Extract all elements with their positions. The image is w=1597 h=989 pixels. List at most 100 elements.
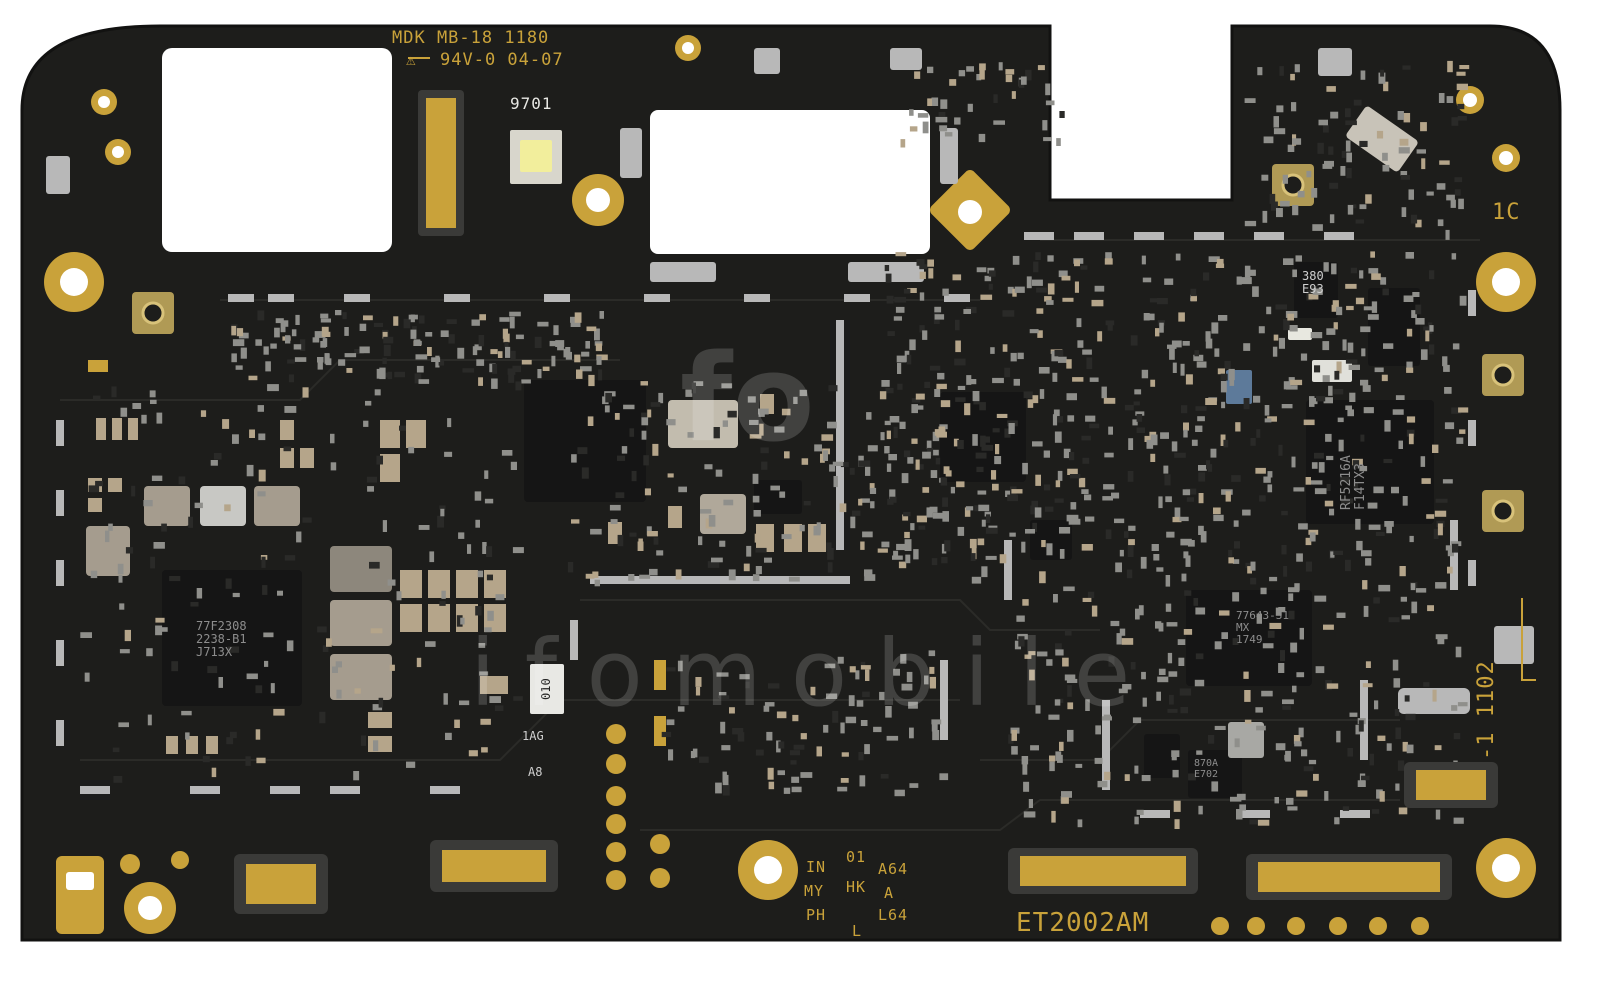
smd-component: [992, 377, 1004, 384]
smd-component: [903, 288, 911, 294]
smd-component: [1328, 385, 1333, 396]
smd-component: [1074, 259, 1080, 267]
smd-component: [1049, 755, 1056, 762]
smd-component: [816, 746, 822, 757]
smd-component: [864, 744, 870, 755]
smd-component: [446, 319, 457, 324]
smd-component: [374, 389, 381, 396]
smd-component: [873, 726, 882, 733]
smd-component: [646, 526, 652, 536]
smd-component: [887, 331, 895, 336]
smd-component: [1355, 297, 1365, 305]
smd-component: [224, 504, 231, 512]
smd-component: [911, 438, 918, 444]
smd-component: [1198, 493, 1204, 504]
smd-component: [93, 395, 101, 400]
smd-component: [766, 731, 773, 741]
smd-component: [641, 430, 647, 440]
smd-component: [1345, 359, 1358, 364]
smd-component: [353, 771, 360, 781]
smd-component: [647, 531, 658, 537]
smd-component: [898, 561, 907, 569]
smd-component: [770, 485, 780, 491]
smd-component: [877, 548, 888, 553]
silk-right-vertical: -1 1102: [1474, 660, 1499, 760]
smd-component: [1411, 601, 1418, 614]
smd-component: [778, 741, 785, 749]
smd-component: [708, 515, 716, 527]
smd-component: [1326, 455, 1334, 461]
smd-component: [869, 487, 877, 494]
smd-component: [256, 757, 266, 764]
smd-component: [1076, 318, 1082, 328]
smd-component: [1355, 724, 1361, 735]
smd-component: [1297, 190, 1305, 198]
smd-component: [666, 719, 675, 726]
smd-component: [1016, 615, 1025, 622]
smd-component: [1398, 147, 1410, 154]
smd-component: [721, 383, 733, 389]
smd-component: [1047, 255, 1054, 262]
smd-component: [1183, 422, 1189, 431]
smd-component: [1295, 255, 1302, 262]
smd-component: [537, 321, 549, 327]
region-code-2: MY: [804, 882, 825, 900]
smd-component: [984, 511, 991, 517]
smd-component: [225, 578, 232, 589]
smd-component: [840, 778, 849, 783]
smd-component: [1057, 754, 1063, 763]
smd-component: [940, 400, 951, 408]
smd-component: [905, 554, 911, 564]
smd-component: [1359, 270, 1364, 279]
smd-component: [1309, 532, 1316, 542]
smd-component: [695, 677, 702, 687]
smd-component: [1429, 270, 1435, 280]
smd-component: [1011, 746, 1018, 755]
smd-component: [1032, 395, 1039, 404]
smd-component: [475, 519, 480, 528]
smd-component: [1368, 524, 1381, 530]
smd-component: [210, 460, 218, 466]
smd-component: [1369, 753, 1374, 766]
smd-component: [1288, 610, 1295, 620]
smd-component: [1446, 96, 1454, 103]
smd-component: [1196, 750, 1203, 755]
smd-component: [1435, 498, 1448, 503]
smd-component: [1314, 488, 1327, 495]
smd-component: [666, 667, 676, 672]
smd-component: [927, 66, 934, 74]
smd-component: [957, 440, 964, 449]
smd-component: [1267, 416, 1277, 422]
smd-component: [639, 574, 651, 579]
smd-component: [1214, 725, 1226, 730]
smd-component: [1021, 756, 1029, 765]
smd-component: [1022, 599, 1029, 606]
smd-component: [146, 648, 153, 657]
smd-component: [1151, 544, 1159, 551]
smd-component: [1434, 510, 1447, 517]
smd-component: [1114, 518, 1125, 524]
smd-component: [1119, 549, 1124, 557]
smd-component: [941, 557, 948, 564]
smd-component: [827, 548, 834, 560]
smd-component: [596, 356, 602, 365]
smd-component: [1360, 326, 1371, 333]
smd-component: [1181, 573, 1187, 582]
smd-component: [479, 314, 486, 321]
smd-component: [889, 489, 896, 501]
smd-component: [1353, 99, 1362, 106]
smd-component: [776, 711, 787, 719]
smd-component: [1021, 76, 1027, 85]
smd-component: [1059, 741, 1064, 751]
smd-component: [916, 515, 927, 523]
smd-component: [286, 640, 294, 652]
smd-component: [909, 109, 914, 116]
smd-component: [458, 532, 465, 539]
smd-component: [1444, 422, 1455, 430]
smd-component: [1296, 553, 1303, 562]
smd-component: [1420, 456, 1426, 467]
smd-component: [1104, 452, 1114, 458]
smd-component: [1347, 342, 1354, 353]
smd-component: [113, 776, 123, 783]
region-code-4: 01: [846, 848, 867, 866]
